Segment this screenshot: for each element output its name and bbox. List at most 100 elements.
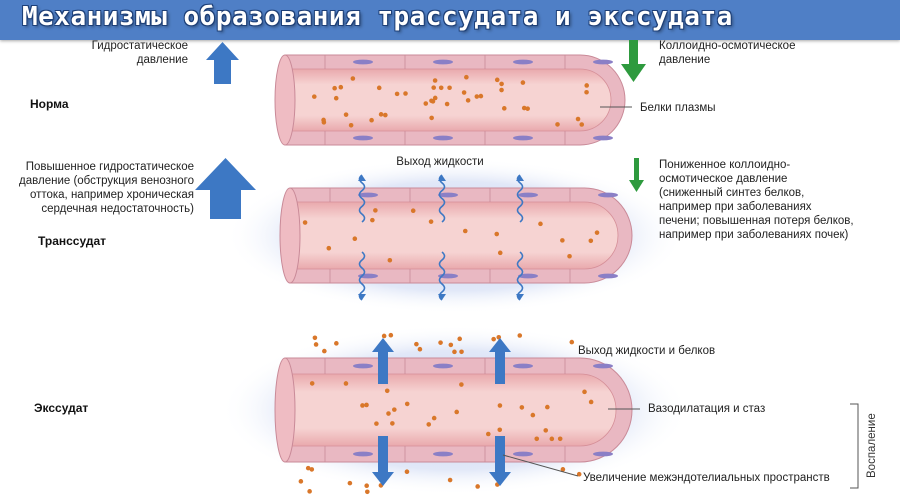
exudate-extravasated-protein (576, 471, 582, 477)
transudate-protein (588, 238, 594, 244)
oncotic-label: Коллоидно-осмотическое давление (659, 40, 796, 66)
norm-protein (333, 95, 339, 101)
fluid-exit-arrow-down (358, 251, 366, 301)
norm-protein (474, 94, 480, 99)
transudate-vessel-opening (279, 187, 301, 284)
gaps-label: Увеличение межэндотелиальных пространств (583, 472, 830, 484)
norm-protein (394, 91, 400, 97)
exudate-extravasated-protein (438, 340, 443, 345)
row-label-transudate: Транссудат (38, 234, 107, 248)
hydrostatic-arrow (206, 42, 239, 84)
transudate-protein (594, 230, 600, 235)
exudate-protein (392, 407, 397, 412)
exudate-extravasated-protein (569, 339, 575, 345)
exudate-nucleus (593, 451, 613, 457)
exudate-extravasated-protein (312, 335, 318, 341)
exudate-nucleus (513, 363, 533, 369)
norm-protein (383, 112, 388, 118)
transudate-protein (352, 236, 358, 242)
fluid-exit-arrow-up (516, 174, 524, 223)
norm-vessel-opening (274, 54, 296, 146)
transudate-nucleus (358, 192, 378, 198)
exudate-nucleus (593, 363, 613, 369)
norm-protein (478, 93, 484, 99)
exudate-extravasated-protein (322, 348, 327, 354)
increased-hydrostatic-arrow (195, 158, 256, 219)
oncotic-arrow (621, 40, 646, 82)
norm-protein (432, 95, 438, 101)
fluid-exit-arrow-up-head (358, 175, 366, 181)
exudate-extravasated-protein (517, 333, 523, 338)
norm-protein (555, 122, 560, 127)
exudate-vessel (274, 357, 633, 463)
transudate-protein (538, 221, 543, 227)
exudate-protein (390, 421, 395, 426)
gaps-pointer (502, 454, 579, 477)
exudate-extravasated-protein (313, 342, 319, 347)
norm-nucleus (593, 135, 613, 141)
inflammation-label: Воспаление (866, 413, 878, 478)
transudate-nucleus (438, 192, 458, 198)
exudate-protein (431, 415, 437, 421)
exudate-extravasated-protein (452, 349, 457, 355)
row-label-exudate: Экссудат (34, 401, 89, 415)
exudate-protein (543, 428, 549, 433)
fluid-exit-arrow-down (516, 251, 524, 301)
transudate-nucleus (518, 192, 538, 198)
norm-protein (378, 112, 384, 117)
norm-protein (464, 74, 469, 80)
norm-protein (447, 85, 452, 91)
transudate-protein (302, 220, 308, 225)
norm-vessel (274, 54, 626, 146)
norm-protein (584, 83, 590, 88)
vasodilation-label: Вазодилатация и стаз (648, 403, 766, 415)
norm-nucleus (433, 59, 453, 65)
exudate-protein (454, 409, 460, 415)
exudate-extravasated-protein (298, 479, 304, 484)
norm-protein (429, 98, 434, 104)
exudate-protein (530, 412, 536, 418)
norm-protein (575, 116, 581, 122)
transudate-protein (428, 219, 434, 224)
fluid-protein-exit-arrow-down (489, 436, 511, 486)
decreased-oncotic-label: Пониженное коллоидно- осмотическое давле… (659, 159, 854, 241)
exudate-extravasated-protein (459, 349, 464, 355)
increased-hydrostatic-label: Повышенное гидростатическое давление (об… (19, 161, 194, 215)
fluid-exit-arrow-down (438, 251, 446, 301)
norm-protein (465, 98, 471, 103)
norm-nucleus (513, 59, 533, 65)
transudate-protein (462, 228, 468, 234)
exudate-protein (459, 382, 464, 387)
exudate-nucleus (353, 363, 373, 369)
exudate-vessel-lumen (284, 373, 617, 447)
exudate-nucleus (353, 451, 373, 457)
transudate-protein (560, 238, 565, 243)
exudate-extravasated-protein (381, 333, 387, 339)
exudate-protein (588, 399, 594, 405)
norm-protein (338, 84, 344, 90)
exudate-extravasated-protein (307, 489, 312, 494)
title-banner: Механизмы образования трассудата и экссу… (0, 0, 900, 40)
norm-nucleus (353, 135, 373, 141)
norm-protein (494, 77, 500, 83)
exudate-extravasated-protein (365, 489, 370, 495)
fluid-exit-arrow-up (438, 174, 446, 223)
fluid-protein-exit-arrow-up (372, 338, 394, 384)
exudate-protein (519, 405, 525, 410)
norm-protein (461, 90, 467, 95)
transudate-protein (373, 208, 378, 213)
exudate-extravasated-protein (309, 467, 315, 472)
norm-protein (369, 117, 374, 123)
exudate-extravasated-protein (457, 336, 463, 342)
exudate-extravasated-protein (417, 346, 423, 352)
exudate-protein (549, 436, 555, 442)
norm-nucleus (353, 59, 373, 65)
norm-protein (429, 115, 434, 121)
transudate-protein (387, 257, 393, 263)
row-label-norm: Норма (30, 97, 69, 111)
exudate-protein (309, 381, 315, 386)
exudate-protein (374, 421, 379, 426)
exudate-nucleus (433, 363, 453, 369)
exudate-protein (404, 401, 410, 407)
hydrostatic-label: Гидростатическое давление (91, 40, 188, 66)
